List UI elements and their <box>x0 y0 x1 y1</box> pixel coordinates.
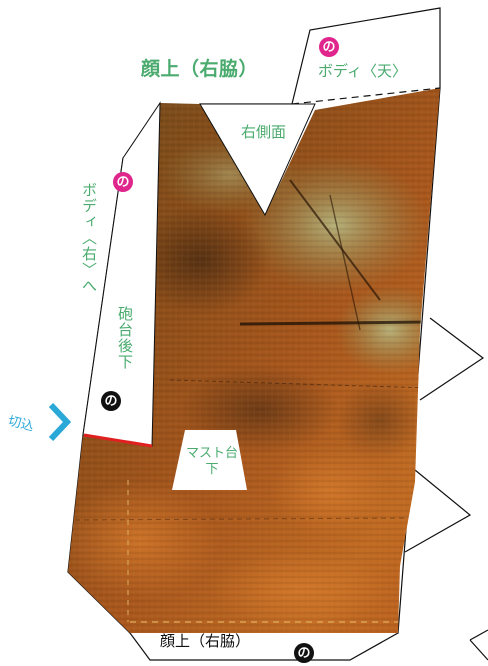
mast-base-label: マスト台 下 <box>176 446 248 478</box>
right-side-notch <box>199 103 316 217</box>
bottom-label: 顔上（右脇） <box>160 632 251 650</box>
chevron-right-icon <box>48 402 72 442</box>
glue-mark-bottom: の <box>294 643 314 663</box>
gun-rear-label: 砲台後下 <box>116 306 134 370</box>
cut-line-red <box>83 433 153 448</box>
title-label: 顔上（右脇） <box>141 58 259 80</box>
glue-tab-right-2 <box>404 469 472 553</box>
fold-line-top <box>291 87 441 105</box>
glue-tab-right-1 <box>419 317 485 401</box>
glue-mark-strip: の <box>101 391 121 411</box>
right-side-label: 右側面 <box>241 123 287 141</box>
mast-base-window <box>172 430 247 490</box>
glue-tab-corner <box>469 629 488 661</box>
mast-base-label-line2: 下 <box>205 462 219 477</box>
mast-base-label-line1: マスト台 <box>185 446 238 461</box>
glue-mark-top: の <box>319 37 339 57</box>
body-right-label: ボディ〈右〉へ <box>80 182 98 294</box>
glue-tab-bottom <box>129 632 399 661</box>
body-top-label: ボディ〈天〉 <box>318 62 407 80</box>
glue-mark-left: の <box>113 172 133 192</box>
